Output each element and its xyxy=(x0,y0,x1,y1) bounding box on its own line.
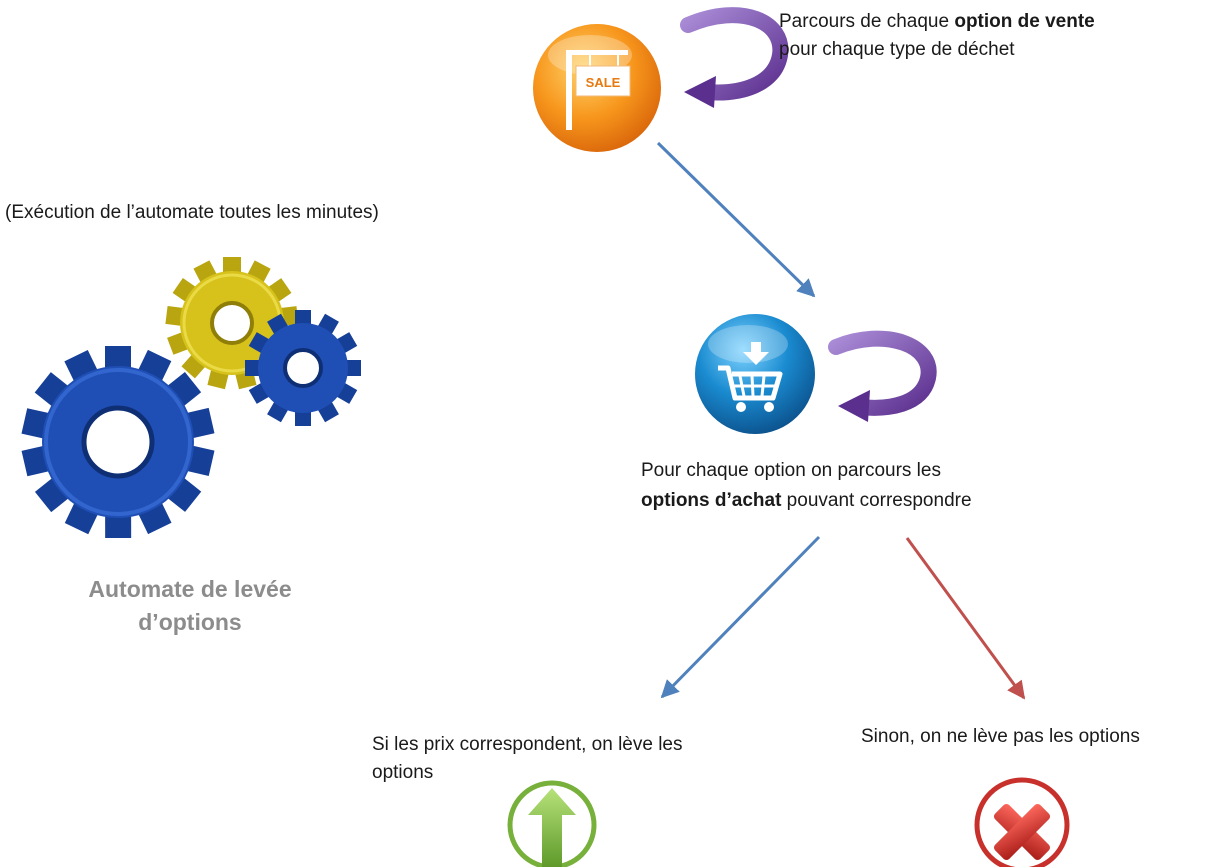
sale-step-line1: Parcours de chaque option de vente xyxy=(779,9,1095,35)
purchase-step-line2: options d’achat pouvant correspondre xyxy=(641,488,972,514)
outcome-yes-line1: Si les prix correspondent, on lève les xyxy=(372,734,683,755)
flow-arrow-to-reject xyxy=(905,537,1026,700)
purchase-step-rest: pouvant correspondre xyxy=(781,490,972,511)
sale-step-line2: pour chaque type de déchet xyxy=(779,39,1015,60)
shopping-cart-icon xyxy=(695,314,815,434)
green-up-arrow-icon xyxy=(507,780,597,867)
red-x-icon xyxy=(974,777,1070,867)
automate-title-line2: d’options xyxy=(138,609,242,635)
outcome-no-text: Sinon, on ne lève pas les options xyxy=(861,726,1140,747)
sale-sign-label: SALE xyxy=(586,75,621,90)
sale-sign-icon: SALE xyxy=(533,24,661,152)
purchase-step-line1: Pour chaque option on parcours les xyxy=(641,460,941,481)
purchase-step-bold: options d’achat xyxy=(641,490,782,511)
outcome-yes-line2: options xyxy=(372,762,434,783)
sale-step-bold: option de vente xyxy=(954,11,1095,32)
schedule-note: (Exécution de l’automate toutes les minu… xyxy=(5,202,379,223)
loop-arrow-icon xyxy=(828,330,937,422)
flow-arrow-sale-to-purchase xyxy=(656,141,816,298)
automate-title-line1: Automate de levée xyxy=(88,576,292,602)
automate-title: Automate de levée d’options xyxy=(60,573,320,639)
sale-step-prefix: Parcours de chaque xyxy=(779,11,955,32)
flow-arrow-to-accept xyxy=(660,535,821,699)
loop-arrow-icon xyxy=(680,7,789,108)
gears-icon xyxy=(21,257,361,539)
